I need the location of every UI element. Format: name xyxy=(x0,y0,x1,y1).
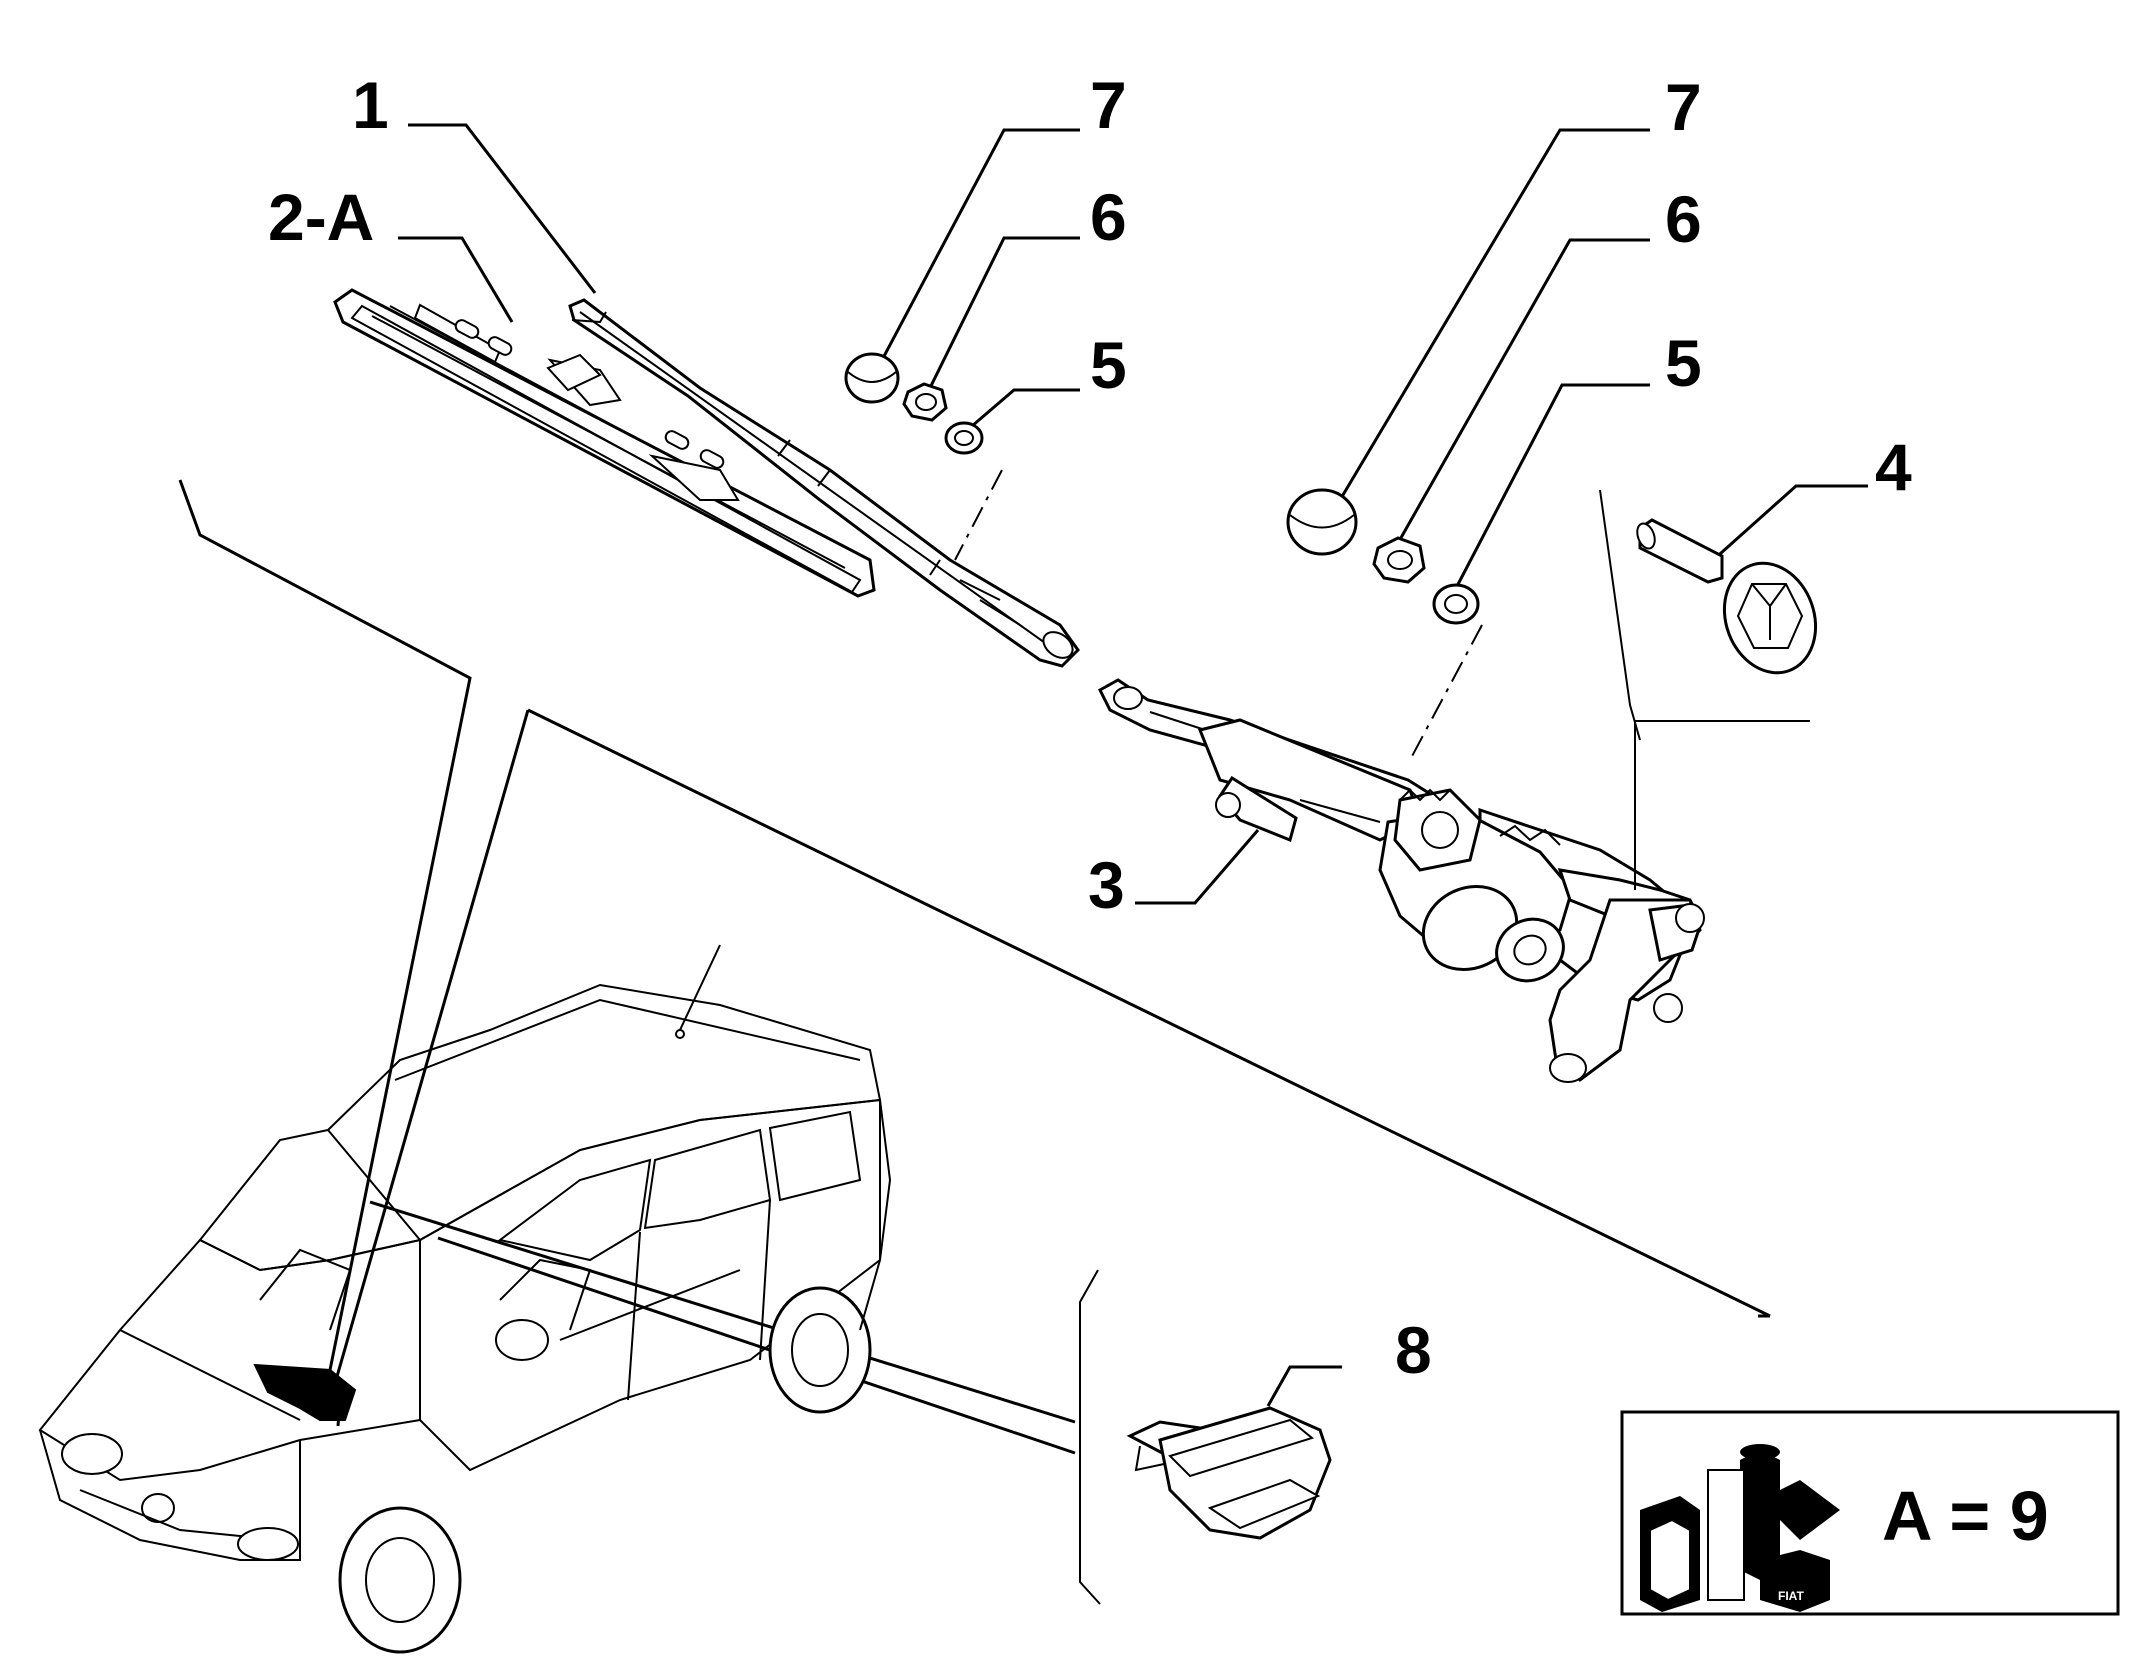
callout-labels: 1 2-A 7 6 5 7 6 5 4 3 8 xyxy=(268,68,1912,1387)
callout-5-left: 5 xyxy=(1090,328,1127,402)
wiper-motor-linkage xyxy=(1098,678,1705,1083)
leader-lines xyxy=(398,123,1868,1407)
callout-1: 1 xyxy=(352,68,389,142)
callout-7-left: 7 xyxy=(1090,68,1127,142)
callout-3: 3 xyxy=(1088,848,1125,922)
callout-4: 4 xyxy=(1875,430,1912,504)
wiper-arm xyxy=(568,298,1080,668)
callout-7-right: 7 xyxy=(1665,70,1702,144)
callout-6-right: 6 xyxy=(1665,182,1702,256)
alignment-lines xyxy=(954,469,1483,761)
callout-5-right: 5 xyxy=(1665,326,1702,400)
can-brand-label: FIAT xyxy=(1778,1589,1804,1603)
zoom-lines xyxy=(178,479,1810,1605)
legend-equation: A = 9 xyxy=(1882,1477,2049,1555)
wiper-blade xyxy=(333,288,876,598)
callout-8: 8 xyxy=(1395,1313,1432,1387)
callout-6-left: 6 xyxy=(1090,180,1127,254)
car-illustration xyxy=(38,944,892,1654)
component-8 xyxy=(1126,1406,1332,1540)
lubricant-can-icon: FIAT xyxy=(1640,1444,1840,1612)
fasteners-left xyxy=(844,352,984,455)
bolt xyxy=(1636,518,1818,675)
fasteners-right xyxy=(1286,488,1480,625)
callout-2a: 2-A xyxy=(268,180,374,254)
legend-box: FIAT A = 9 xyxy=(1620,1410,2120,1616)
